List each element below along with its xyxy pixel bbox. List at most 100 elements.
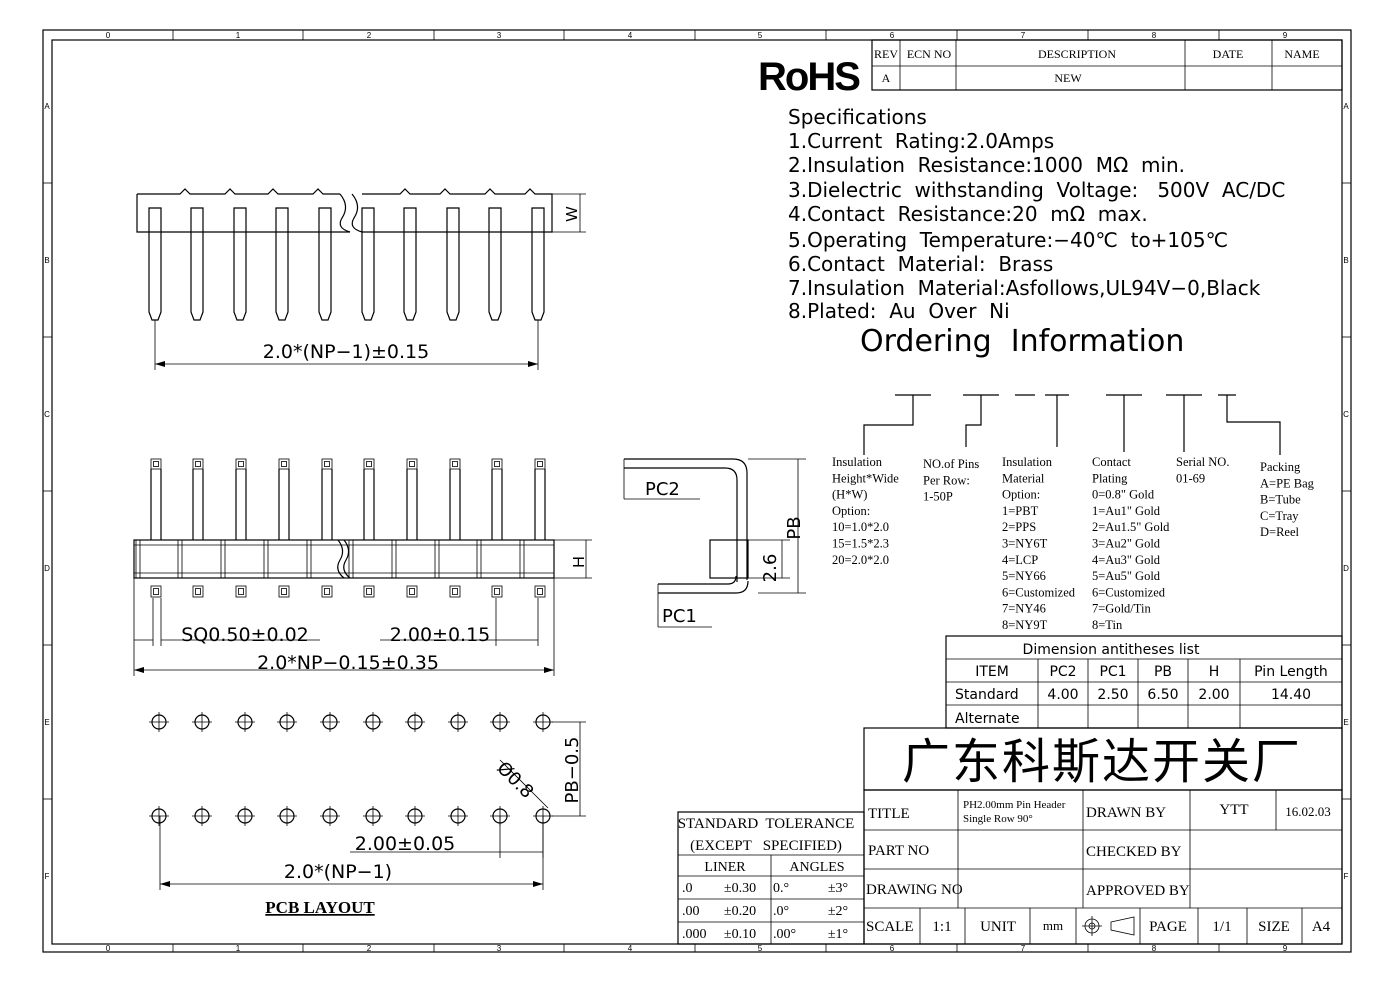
h-label: H bbox=[571, 556, 588, 568]
dimension-table-header: PB bbox=[1154, 664, 1172, 680]
pcb-hole-icon bbox=[405, 806, 425, 826]
dimension-table-cell: 4.00 bbox=[1047, 687, 1078, 703]
pcb-hole-icon bbox=[320, 712, 340, 732]
ordering-contact-plating-line: Plating bbox=[1092, 471, 1128, 485]
column-marker: 9 bbox=[1283, 31, 1288, 40]
pcb-hole-icon bbox=[448, 806, 468, 826]
tolerance-cell: ±0.20 bbox=[724, 904, 756, 919]
ordering-insulation-material-line: 1=PBT bbox=[1002, 504, 1039, 518]
sq-dim: SQ0.50±0.02 bbox=[181, 624, 309, 646]
column-marker: 0 bbox=[106, 31, 111, 40]
pcb-layout-title: PCB LAYOUT bbox=[265, 898, 375, 917]
title-value-1: PH2.00mm Pin Header bbox=[963, 799, 1066, 811]
column-marker: 3 bbox=[497, 31, 502, 40]
w-label: W bbox=[564, 206, 581, 222]
row-marker: E bbox=[44, 718, 49, 727]
column-marker: 0 bbox=[106, 944, 111, 953]
date-header: DATE bbox=[1213, 47, 1244, 61]
spec-item: 7.Insulation Material:Asfollows,UL94V−0,… bbox=[788, 276, 1261, 300]
overall-dim: 2.0*NP−0.15±0.35 bbox=[257, 652, 439, 674]
angles-header: ANGLES bbox=[789, 860, 844, 875]
pcb-hole-icon bbox=[277, 712, 297, 732]
row-marker: D bbox=[44, 564, 50, 573]
ordering-serial-no-line: Serial NO. bbox=[1176, 455, 1229, 469]
drawn-by-label: DRAWN BY bbox=[1086, 805, 1166, 821]
rohs-mark: RoHS bbox=[758, 55, 860, 99]
pin-lead bbox=[446, 207, 460, 321]
pin-tail bbox=[278, 585, 290, 598]
spec-item: 6.Contact Material: Brass bbox=[788, 252, 1053, 276]
pin-lead bbox=[363, 469, 375, 540]
date-value: 16.02.03 bbox=[1285, 804, 1331, 819]
top-span-dim: 2.0*(NP−1)±0.15 bbox=[263, 341, 429, 363]
pb-half-label: PB−0.5 bbox=[562, 737, 583, 804]
column-marker: 9 bbox=[1283, 944, 1288, 953]
tolerance-cell: ±0.30 bbox=[724, 881, 756, 896]
drawing-no-label: DRAWING NO bbox=[866, 882, 963, 898]
tolerance-cell: ±2° bbox=[828, 904, 848, 919]
pin-tail bbox=[150, 585, 162, 598]
ordering-insulation-material-line: 6=Customized bbox=[1002, 585, 1076, 599]
approved-by-label: APPROVED BY bbox=[1086, 883, 1190, 899]
dimension-table-header: Pin Length bbox=[1254, 664, 1328, 680]
pcb-pitch-dim: 2.00±0.05 bbox=[355, 833, 456, 855]
revision-table: REV ECN NO DESCRIPTION DATE NAME A NEW bbox=[871, 39, 1343, 91]
ordering-information: Ordering Information InsulationHeight*Wi… bbox=[832, 324, 1315, 632]
tolerance-cell: ±1° bbox=[828, 927, 848, 942]
pb-label: PB bbox=[784, 516, 805, 539]
pin-lead bbox=[534, 469, 546, 540]
pin-tip bbox=[406, 458, 418, 470]
pin-lead bbox=[531, 207, 545, 321]
ordering-insulation-size-line: Option: bbox=[832, 504, 870, 518]
pin-lead bbox=[148, 207, 162, 321]
ordering-contact-plating-line: 8=Tin bbox=[1092, 618, 1123, 632]
row-marker: C bbox=[1343, 410, 1349, 419]
ordering-insulation-material-line: 4=LCP bbox=[1002, 553, 1038, 567]
pin-lead bbox=[233, 207, 247, 321]
pin-lead bbox=[406, 469, 418, 540]
ordering-insulation-material-line: 7=NY46 bbox=[1002, 602, 1046, 616]
column-marker: 1 bbox=[236, 31, 241, 40]
ordering-insulation-material-line: Material bbox=[1002, 471, 1045, 485]
ordering-insulation-material-line: Insulation bbox=[1002, 455, 1053, 469]
dimension-table-header: PC2 bbox=[1049, 664, 1076, 680]
ordering-insulation-size-line: Insulation bbox=[832, 455, 883, 469]
ordering-contact-plating-line: 7=Gold/Tin bbox=[1092, 602, 1151, 616]
dimension-table-cell: Standard bbox=[955, 687, 1019, 703]
pcb-hole-icon bbox=[490, 712, 510, 732]
spec-item: 1.Current Rating:2.0Amps bbox=[788, 129, 1054, 153]
ordering-insulation-material-line: 8=NY9T bbox=[1002, 618, 1048, 632]
row-marker: A bbox=[1343, 102, 1349, 111]
pin-tail bbox=[491, 585, 503, 598]
column-marker: 4 bbox=[628, 31, 633, 40]
top-view: W 2.0*(NP−1)±0.15 bbox=[136, 188, 586, 370]
pin-tail bbox=[321, 585, 333, 598]
pcb-hole-icon bbox=[149, 712, 169, 732]
company-name: 广东科斯达开关厂 bbox=[902, 734, 1302, 790]
pin-lead bbox=[488, 207, 502, 321]
front-view: H SQ0.50±0.02 2.00±0.15 2.0*NP−0.15±0.35 bbox=[133, 458, 592, 676]
row-marker: A bbox=[44, 102, 50, 111]
specifications: Specifications 1.Current Rating:2.0Amps … bbox=[788, 105, 1285, 323]
ordering-insulation-material-line: Option: bbox=[1002, 488, 1040, 502]
tolerance-title-2: (EXCEPT SPECIFIED) bbox=[690, 838, 842, 854]
title-value-2: Single Row 90° bbox=[963, 813, 1033, 825]
pin-tail bbox=[449, 585, 461, 598]
tolerance-title-1: STANDARD TOLERANCE bbox=[678, 816, 855, 832]
column-marker: 6 bbox=[890, 31, 895, 40]
ordering-contact-plating-line: 2=Au1.5" Gold bbox=[1092, 520, 1170, 534]
ordering-insulation-material-line: 2=PPS bbox=[1002, 520, 1036, 534]
pin-tail bbox=[235, 585, 247, 598]
pc1-label: PC1 bbox=[662, 606, 697, 627]
size-label: SIZE bbox=[1258, 919, 1290, 935]
pin-tail bbox=[534, 585, 546, 598]
pin-lead bbox=[192, 469, 204, 540]
hole-label: Ø0.8 bbox=[492, 758, 537, 803]
ordering-contact-plating-line: 6=Customized bbox=[1092, 585, 1166, 599]
ordering-pins-per-row-line: NO.of Pins bbox=[923, 457, 979, 471]
ordering-insulation-material-line: 3=NY6T bbox=[1002, 537, 1048, 551]
pin-lead bbox=[321, 469, 333, 540]
pin-tip bbox=[235, 458, 247, 470]
pin-tip bbox=[449, 458, 461, 470]
pin-tip bbox=[278, 458, 290, 470]
